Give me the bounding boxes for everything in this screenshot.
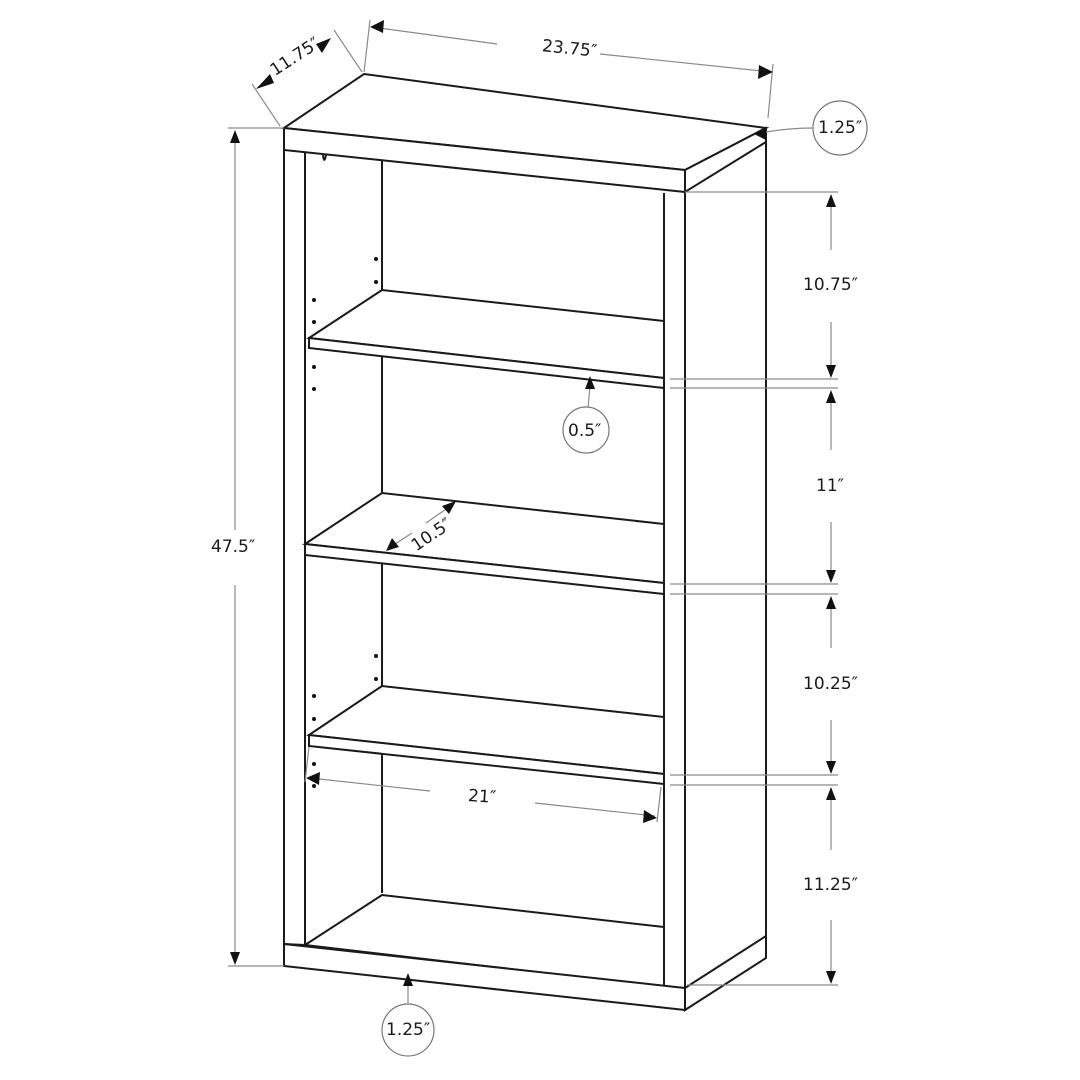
label-shelf-thickness: 0.5″ [568, 421, 602, 441]
dim-width [363, 19, 774, 119]
shelf-peg-holes [312, 257, 378, 788]
dim-top-thickness [754, 100, 868, 156]
dim-shelf-thickness [562, 376, 610, 454]
dim-overall-height [228, 127, 284, 967]
dim-right-gaps [670, 191, 838, 986]
dim-shelf-depth [386, 501, 456, 551]
dim-inner-width [304, 746, 662, 823]
left-side-panel [283, 150, 306, 946]
label-top-thickness: 1.25″ [818, 118, 863, 138]
label-gap-4: 11.25″ [803, 875, 859, 895]
label-overall-height: 47.5″ [211, 537, 256, 557]
label-base-thickness: 1.25″ [386, 1020, 431, 1040]
shelf-1 [306, 288, 665, 390]
right-side-panel [684, 140, 767, 1010]
base-panel [283, 893, 767, 1012]
label-gap-1: 10.75″ [803, 275, 859, 295]
shelf-3 [306, 684, 665, 786]
label-gap-3: 10.25″ [803, 674, 859, 694]
label-gap-2: 11″ [816, 476, 844, 496]
top-panel [281, 72, 770, 194]
shelf-2 [302, 491, 665, 596]
dim-depth [251, 29, 363, 127]
dim-base-thickness [381, 973, 435, 1057]
label-inner-width: 21″ [467, 786, 497, 808]
